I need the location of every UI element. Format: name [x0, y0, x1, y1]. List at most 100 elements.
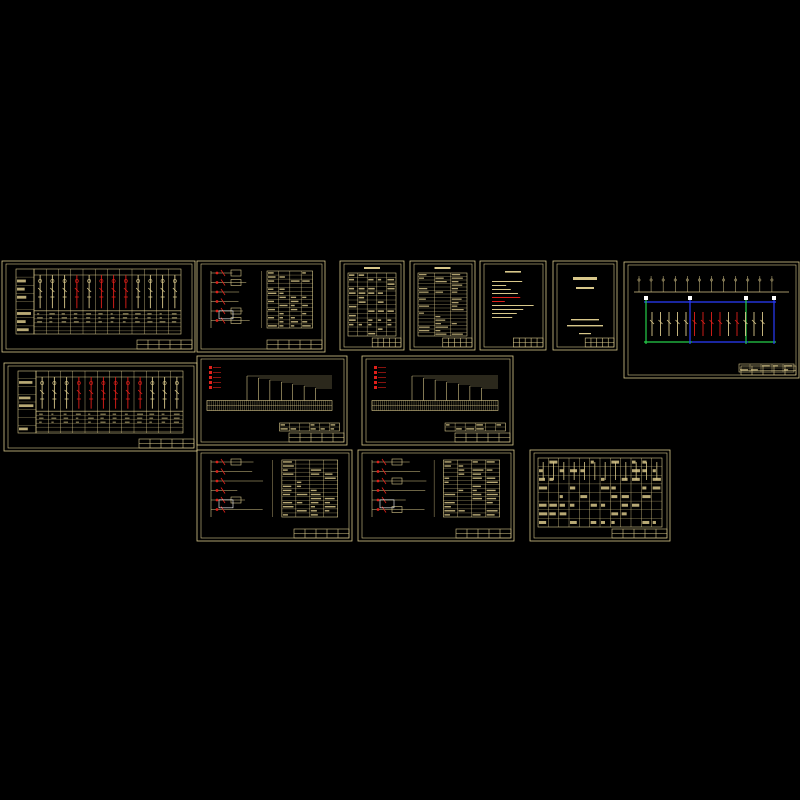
text-mark	[290, 325, 295, 327]
text-mark	[621, 477, 628, 481]
text-mark	[358, 274, 365, 276]
drawing-line	[101, 389, 106, 395]
breaker-symbol	[99, 279, 104, 283]
text-mark	[349, 323, 354, 326]
drawing-line	[381, 477, 387, 485]
drawing-sheet-control-circuit[interactable]	[357, 449, 515, 542]
drawing-rect	[1, 260, 196, 353]
text-mark	[173, 413, 180, 415]
text-mark	[290, 317, 295, 319]
drawing-line	[683, 319, 689, 325]
transformer-symbol	[688, 296, 692, 300]
text-mark	[435, 330, 441, 332]
text-mark	[559, 512, 567, 516]
text-mark	[290, 280, 300, 282]
breaker-symbol	[52, 381, 57, 385]
drawing-sheet-drawing-index[interactable]	[409, 260, 476, 351]
drawing-line	[50, 287, 55, 293]
drawing-rect	[196, 260, 326, 353]
drawing-sheet-control-circuit[interactable]	[196, 449, 353, 542]
drawing-line	[148, 287, 153, 293]
drawing-sheet-cover[interactable]	[552, 260, 618, 351]
text-mark	[486, 477, 496, 479]
text-mark	[86, 313, 92, 315]
text-mark	[159, 321, 166, 323]
note-line	[492, 317, 513, 318]
text-mark	[310, 489, 317, 492]
drawing-line	[62, 287, 67, 293]
text-mark	[472, 469, 484, 471]
text-mark	[268, 308, 275, 311]
text-mark	[61, 321, 67, 323]
cover-title-mark	[573, 277, 597, 280]
note-line	[492, 309, 524, 310]
text-mark	[171, 321, 177, 323]
relay-coil	[376, 460, 380, 464]
drawing-line	[220, 506, 226, 513]
text-mark	[282, 465, 294, 467]
text-mark	[135, 321, 140, 323]
drawing-line	[220, 298, 226, 305]
text-mark	[472, 473, 482, 475]
text-mark	[75, 413, 81, 415]
text-mark	[349, 274, 355, 276]
feeder-symbol	[734, 278, 738, 282]
text-mark	[486, 514, 495, 516]
drawing-sheet-equipment-table[interactable]	[339, 260, 405, 351]
drawing-sheet-terminal-wiring[interactable]	[361, 355, 514, 446]
text-mark	[149, 421, 152, 423]
text-mark	[451, 305, 458, 307]
text-mark	[642, 486, 647, 490]
text-mark	[762, 365, 770, 367]
cover-date-mark	[579, 333, 591, 335]
text-mark	[476, 424, 483, 426]
text-mark	[51, 421, 54, 423]
drawing-sheet-single-line-diagram[interactable]	[623, 261, 800, 379]
drawing-sheet-terminal-wiring[interactable]	[196, 355, 348, 446]
text-mark	[349, 292, 356, 294]
text-mark	[611, 512, 619, 516]
text-mark	[559, 503, 565, 507]
drawing-line	[381, 458, 387, 466]
feeder-symbol	[673, 278, 677, 282]
text-mark	[324, 477, 336, 479]
breaker-symbol	[125, 381, 130, 385]
drawing-rect	[200, 263, 323, 350]
terminal-mark	[374, 381, 377, 384]
drawing-line	[39, 389, 45, 395]
text-mark	[387, 283, 395, 285]
drawing-rect	[7, 365, 195, 449]
relay-coil	[215, 319, 219, 322]
note-line	[492, 297, 521, 298]
relay-coil	[215, 470, 219, 473]
drawing-line	[162, 389, 167, 395]
text-mark	[377, 292, 383, 294]
drawing-sheet-switchgear-table[interactable]	[529, 449, 671, 542]
text-mark	[486, 493, 498, 496]
text-mark	[486, 489, 496, 492]
relay-coil	[376, 489, 380, 492]
drawing-rect	[391, 477, 403, 485]
drawing-sheet-design-notes[interactable]	[479, 260, 547, 351]
text-mark	[486, 481, 498, 484]
text-mark	[296, 501, 303, 504]
text-mark	[387, 310, 394, 312]
text-mark	[63, 413, 67, 415]
drawing-sheet-control-circuit[interactable]	[196, 260, 326, 353]
text-mark	[147, 321, 153, 323]
drawing-sheet-switchgear-row-diagram[interactable]	[1, 260, 196, 353]
text-mark	[621, 495, 629, 499]
text-mark	[124, 413, 128, 415]
text-mark	[456, 428, 462, 430]
text-mark	[740, 369, 749, 371]
drawing-rect	[230, 279, 242, 286]
text-mark	[310, 469, 322, 471]
drawing-sheet-switchgear-row-diagram[interactable]	[3, 362, 198, 452]
drawing-rect	[5, 263, 193, 350]
text-mark	[444, 465, 451, 467]
terminal-mark	[374, 366, 377, 369]
text-mark	[112, 413, 117, 415]
text-mark	[282, 489, 292, 492]
drawing-rect	[361, 452, 512, 539]
